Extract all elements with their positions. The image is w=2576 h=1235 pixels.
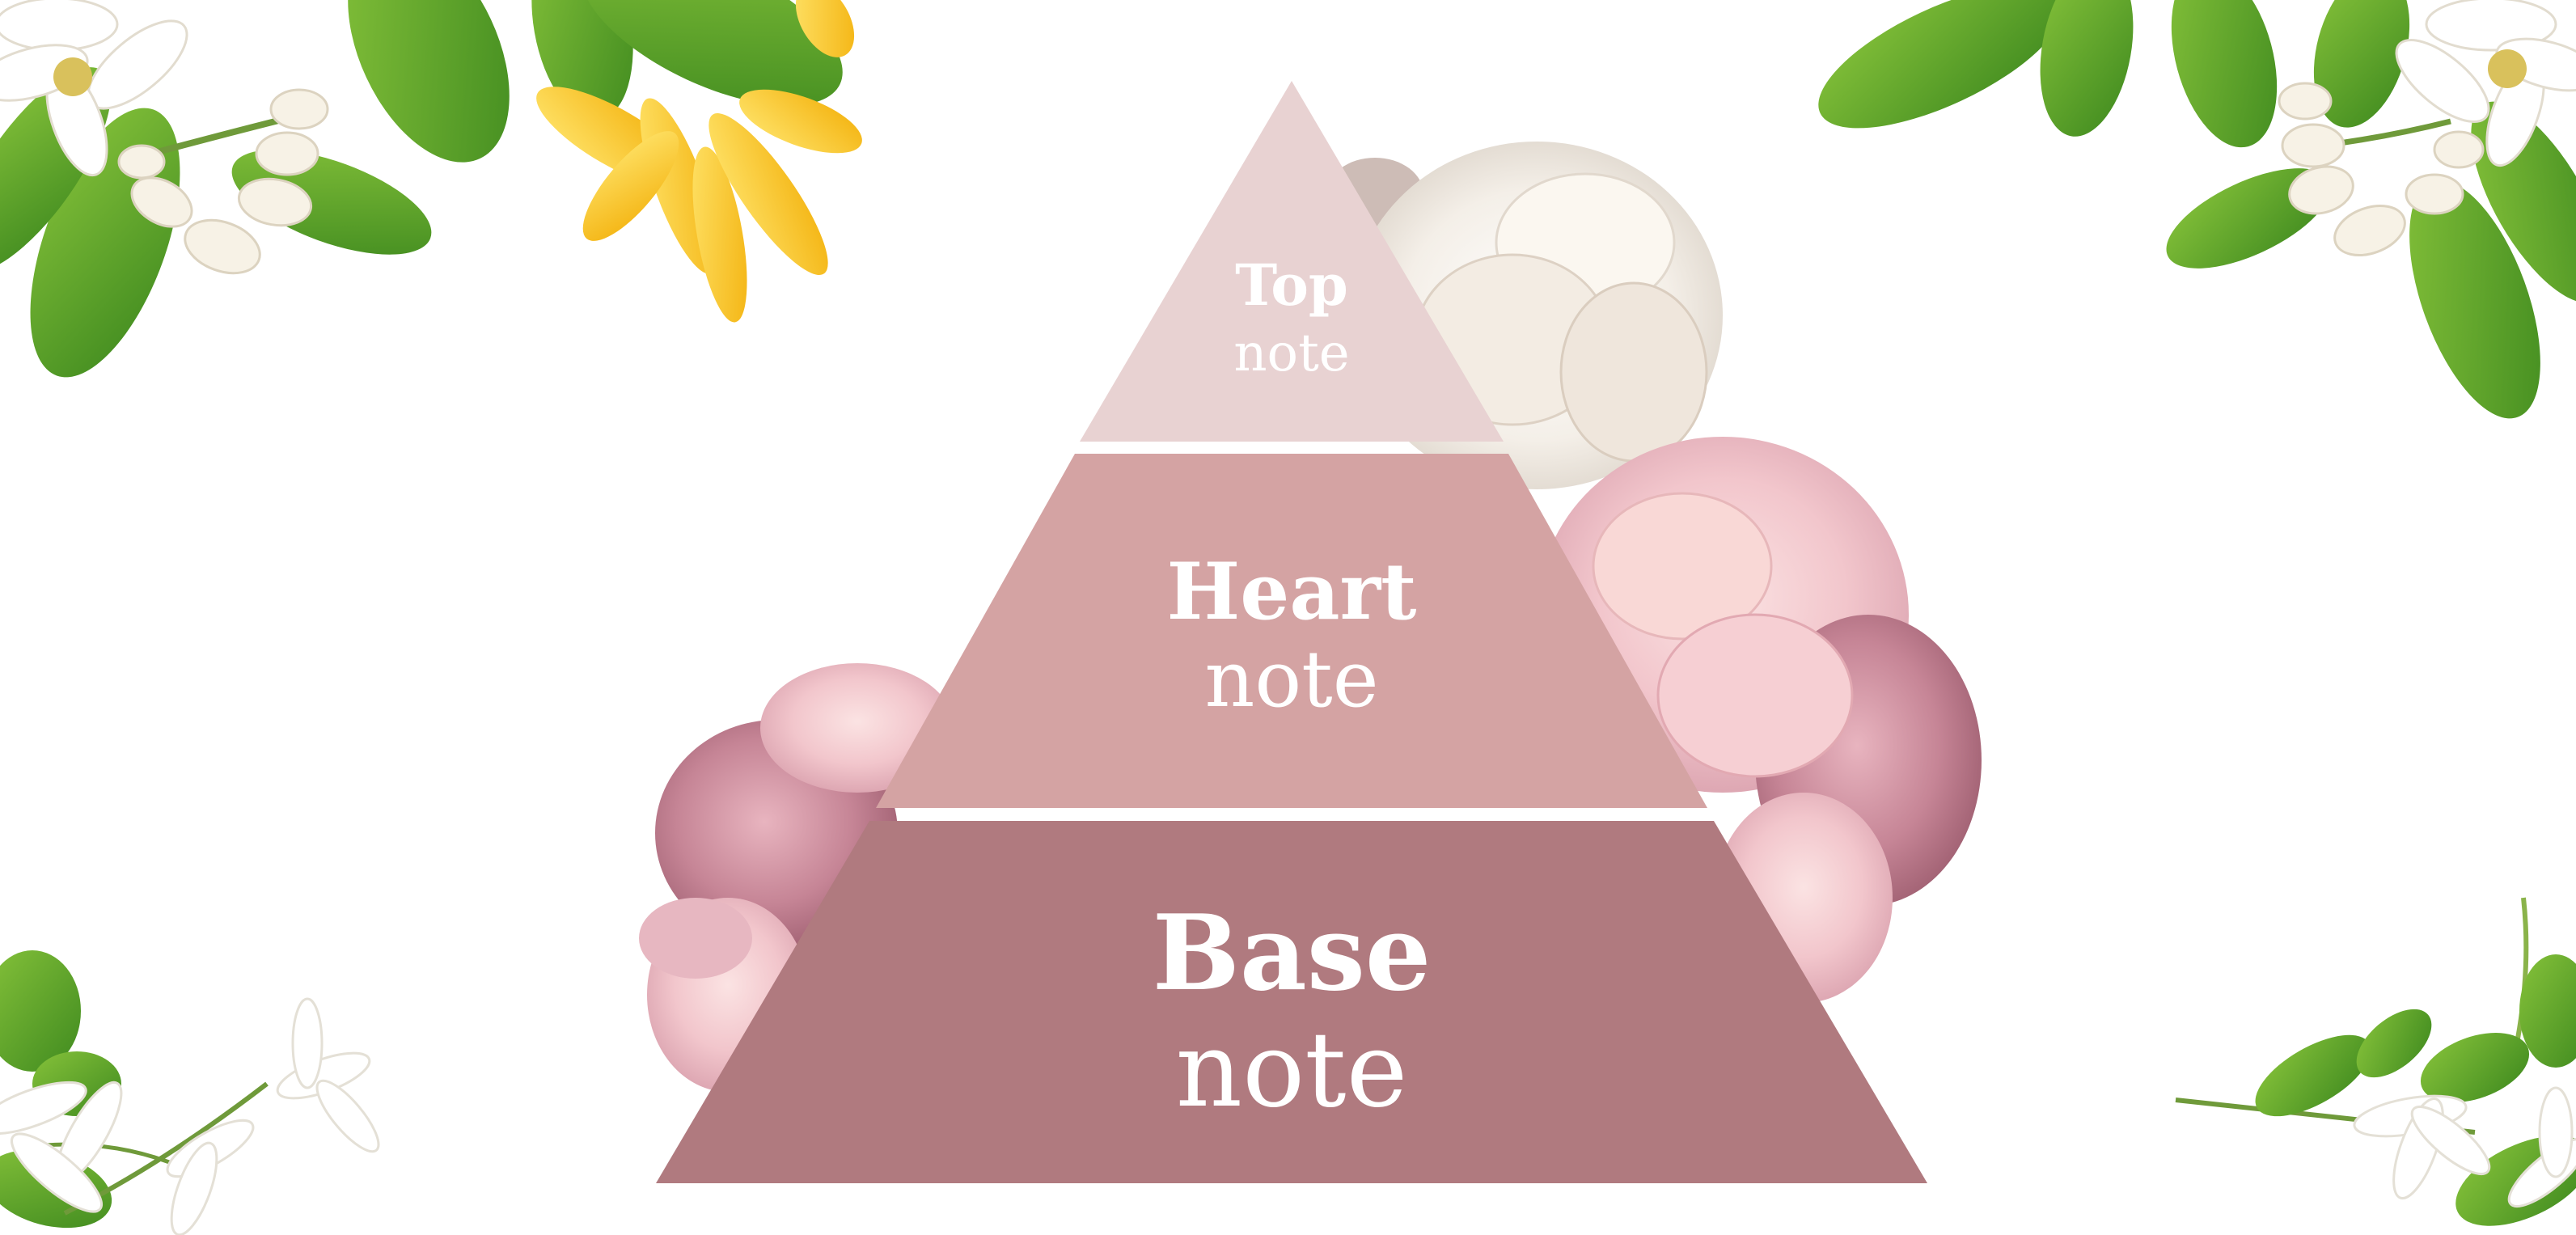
base-note-title: Base [1153,893,1432,1014]
pyramid-tier-heart [876,454,1707,808]
pyramid-tier-top [1080,81,1504,442]
orange-blossom-branch-top-left [0,0,843,378]
pink-peony-cluster-right [1537,437,1982,1003]
jasmine-branch-bottom-left [0,950,380,1235]
ylang-ylang-flower [536,0,862,323]
top-note-title: Top [1235,252,1348,319]
jasmine-branch-bottom-right [2175,897,2576,1226]
base-note-subtitle: note [1176,1010,1408,1131]
heart-note-subtitle: note [1204,634,1378,725]
orange-blossom-branch-top-right [1818,0,2576,419]
heart-note-title: Heart [1167,546,1417,637]
top-note-subtitle: note [1233,324,1349,383]
pyramid-tier-base [656,821,1927,1183]
note-pyramid: Top note Heart note Base note [656,81,1927,1183]
